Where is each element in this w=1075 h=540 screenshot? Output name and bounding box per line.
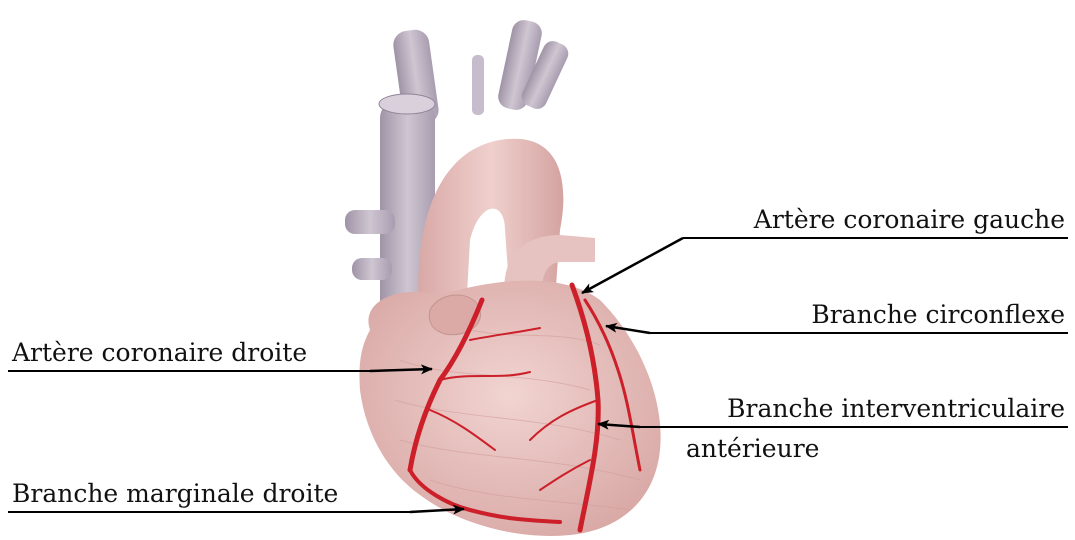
label-circumflex-text: Branche circonflexe	[811, 300, 1065, 329]
label-interventricular-text-line1: Branche interventriculaire	[727, 394, 1065, 423]
label-right-coronary-text: Artère coronaire droite	[11, 338, 307, 367]
label-interventricular-text-line2: antérieure	[686, 434, 819, 463]
label-interventricular-branch: Branche interventriculaire antérieure	[598, 394, 1068, 463]
label-left-coronary-text: Artère coronaire gauche	[753, 205, 1065, 234]
label-left-coronary-artery: Artère coronaire gauche	[582, 205, 1068, 293]
label-right-marginal-text: Branche marginale droite	[12, 479, 338, 508]
label-circumflex-branch: Branche circonflexe	[606, 300, 1068, 333]
label-right-marginal-branch: Branche marginale droite	[8, 479, 464, 512]
label-left-coronary-arrow	[582, 238, 683, 293]
